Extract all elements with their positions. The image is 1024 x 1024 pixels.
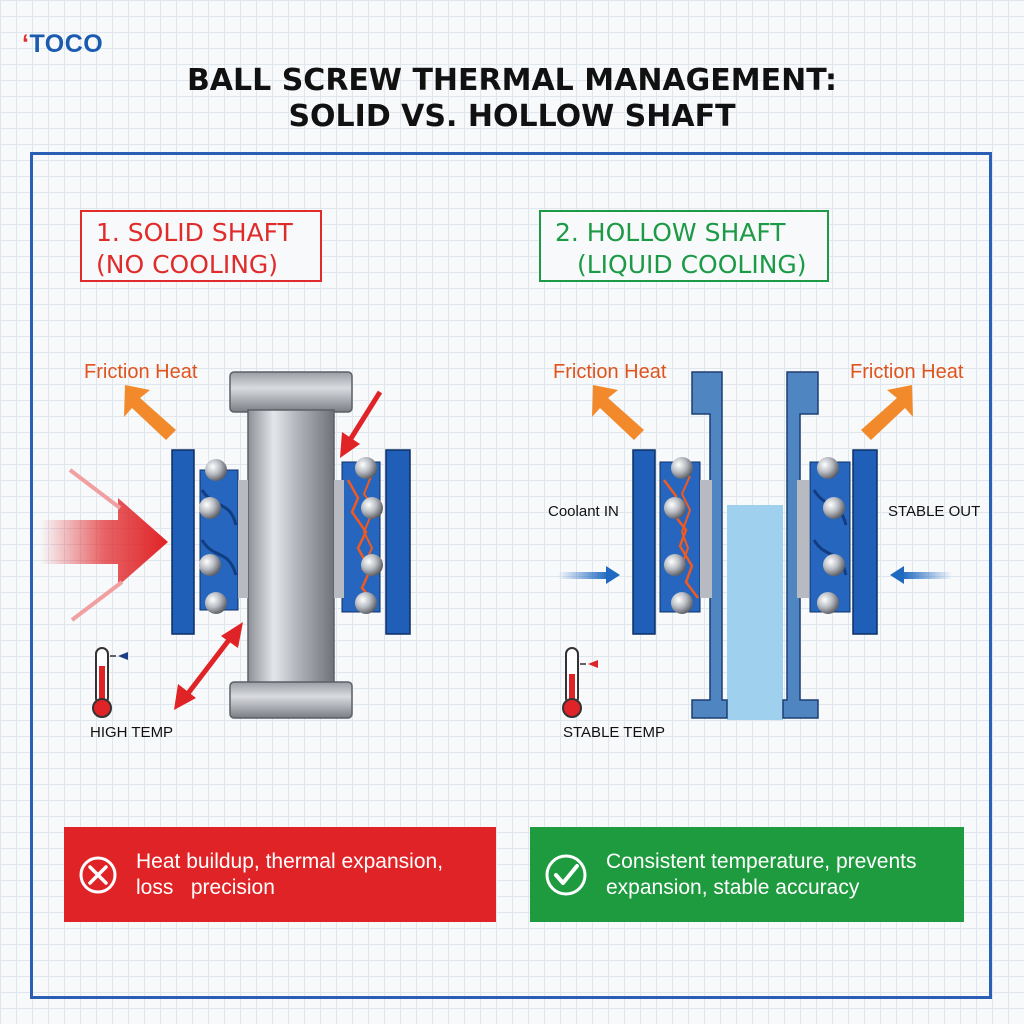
heat-input-arrow [40, 498, 168, 586]
hollow-summary-text: Consistent temperature, prevents expansi… [606, 849, 917, 901]
solid-left-nut-plate [171, 449, 195, 635]
solid-summary-banner: Heat buildup, thermal expansion, loss pr… [64, 827, 496, 922]
hollow-friction-heat-left-label: Friction Heat [553, 361, 667, 383]
hollow-right-nut-plate [852, 449, 878, 635]
coolant-in-label: Coolant IN [548, 503, 619, 520]
ball [355, 592, 377, 614]
ball [361, 554, 383, 576]
high-temp-label: HIGH TEMP [90, 724, 174, 741]
hollow-shaft-heading: 2. HOLLOW SHAFT (LIQUID COOLING) [539, 210, 829, 282]
ball [355, 457, 377, 479]
ball [823, 554, 845, 576]
solid-shaft-body [247, 409, 335, 687]
hollow-left-nut-plate [632, 449, 656, 635]
ball [671, 592, 693, 614]
thermometer-high-icon [92, 647, 128, 718]
solid-heading-line2: (NO COOLING) [96, 250, 279, 279]
solid-shaft-top-collar [229, 371, 353, 413]
coolant-out-arrow-icon [890, 566, 952, 584]
hollow-shaft-right-wall [782, 371, 819, 719]
check-circle-icon [545, 854, 587, 895]
coolant-out-label: STABLE OUT [888, 503, 981, 520]
friction-heat-arrow-right-icon [861, 385, 913, 440]
solid-right-nut-plate [385, 449, 411, 635]
ball [817, 457, 839, 479]
hollow-summary-line2: expansion, stable accuracy [606, 875, 860, 899]
solid-summary-text: Heat buildup, thermal expansion, loss pr… [136, 849, 443, 901]
ball [823, 497, 845, 519]
hollow-heading-line2: (LIQUID COOLING) [577, 250, 807, 279]
hollow-right-race [809, 461, 851, 613]
thermometer-stable-icon [562, 647, 598, 718]
ball [205, 459, 227, 481]
solid-shaft-group [40, 371, 411, 719]
ball [817, 592, 839, 614]
page-title-line1: BALL SCREW THERMAL MANAGEMENT: [186, 63, 838, 98]
coolant-in-arrow-icon [558, 566, 620, 584]
hollow-shaft-group [558, 371, 952, 720]
solid-shaft-bottom-collar [229, 681, 353, 719]
ball [199, 497, 221, 519]
heat-ray-upper [68, 468, 122, 510]
heat-ray-lower [70, 580, 124, 622]
diagram-frame [30, 152, 992, 999]
hollow-heading-line1: 2. HOLLOW SHAFT [555, 218, 786, 247]
toco-logo: ‘TOCO [22, 30, 103, 59]
expansion-arrow-upper [340, 390, 383, 458]
logo-mark: ‘ [22, 30, 30, 58]
solid-right-race [341, 461, 381, 613]
stable-temp-label: STABLE TEMP [563, 724, 665, 741]
x-circle-icon [79, 856, 117, 893]
solid-left-race [199, 469, 239, 611]
hollow-shaft-left-wall [691, 371, 728, 719]
solid-shaft-heading: 1. SOLID SHAFT (NO COOLING) [80, 210, 322, 282]
solid-summary-line2: loss precision [136, 875, 275, 899]
ball [671, 457, 693, 479]
hollow-friction-heat-right-label: Friction Heat [850, 361, 964, 383]
coolant-channel [727, 505, 783, 720]
solid-heading-line1: 1. SOLID SHAFT [96, 218, 293, 247]
ball [664, 497, 686, 519]
expansion-arrow-double [174, 622, 243, 710]
logo-text: TOCO [29, 30, 104, 58]
solid-summary-line1: Heat buildup, thermal expansion, [136, 849, 444, 873]
friction-heat-arrow-left-icon [592, 385, 644, 440]
ball [664, 554, 686, 576]
hollow-summary-line1: Consistent temperature, prevents [606, 849, 917, 873]
ball [199, 554, 221, 576]
ball [205, 592, 227, 614]
page-title-line2: SOLID VS. HOLLOW SHAFT [288, 99, 736, 134]
ball [361, 497, 383, 519]
hollow-summary-banner: Consistent temperature, prevents expansi… [530, 827, 964, 922]
friction-heat-arrow-icon [124, 385, 176, 440]
solid-friction-heat-label: Friction Heat [84, 361, 198, 383]
